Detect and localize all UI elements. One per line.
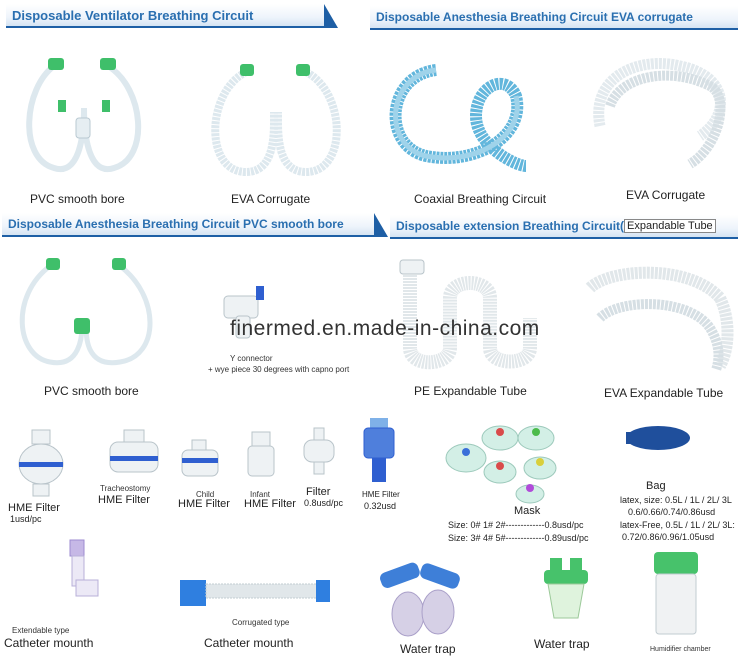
- eva-corrugate-circuit-image: [211, 64, 341, 177]
- banner-tail: [324, 4, 338, 28]
- pvc-smooth-bore-circuit-image: [26, 58, 142, 173]
- extendable-type-label: Extendable type: [12, 626, 70, 635]
- eva-corrugate-label: EVA Corrugate: [231, 192, 311, 206]
- catheter-mounth-2-label: Catheter mounth: [204, 636, 294, 650]
- hme-filter-5-image: [363, 418, 395, 482]
- hme-filter-1-label: HME Filter: [8, 502, 60, 514]
- pe-expandable-tube-image: [399, 259, 537, 370]
- banner-ventilator-text: Disposable Ventilator Breathing Circuit: [12, 7, 254, 23]
- humidifier-chamber-image: [654, 552, 698, 635]
- banner-tail: [374, 213, 388, 237]
- water-trap-1-image: [380, 562, 460, 637]
- child-label: Child: [196, 490, 215, 499]
- hme-filter-4-image: [247, 431, 275, 477]
- banner-anesthesia-eva: Disposable Anesthesia Breathing Circuit …: [370, 6, 738, 30]
- banner-extension-boxed: Expandable Tube: [624, 219, 716, 233]
- bag-latexfree: latex-Free, 0.5L / 1L / 2L/ 3L:: [620, 520, 735, 530]
- hme-filter-3-label: HME Filter: [178, 498, 230, 510]
- filter-image: [303, 427, 335, 475]
- pvc-smooth-bore-2-label: PVC smooth bore: [44, 384, 139, 398]
- water-trap-2-label: Water trap: [534, 637, 590, 651]
- mask-price-1: Size: 0# 1# 2#-------------0.8usd/pc: [448, 520, 584, 530]
- eva-corrugate-2-image: [593, 58, 726, 169]
- infant-label: Infant: [250, 490, 271, 499]
- filter-price: 0.8usd/pc: [304, 498, 344, 508]
- catheter-mounth-2-image: [180, 580, 330, 606]
- filter-label: Filter: [306, 486, 331, 498]
- bag-label: Bag: [646, 480, 666, 492]
- bag-latex-price: 0.6/0.66/0.74/0.86usd: [628, 507, 716, 517]
- bag-latex: latex, size: 0.5L / 1L / 2L/ 3L: [620, 495, 732, 505]
- banner-anesthesia-pvc-text: Disposable Anesthesia Breathing Circuit …: [8, 217, 344, 231]
- pvc-smooth-bore-label: PVC smooth bore: [30, 192, 125, 206]
- corrugated-type-label: Corrugated type: [232, 618, 290, 627]
- banner-extension: Disposable extension Breathing Circuit(E…: [390, 215, 738, 239]
- mask-price-2: Size: 3# 4# 5#-------------0.89usd/pc: [448, 533, 589, 543]
- eva-expandable-tube-image: [585, 266, 734, 372]
- mask-label: Mask: [514, 505, 541, 517]
- pvc-smooth-bore-2-image: [19, 258, 153, 366]
- banner-anesthesia-pvc: Disposable Anesthesia Breathing Circuit …: [2, 213, 388, 237]
- banner-ventilator: Disposable Ventilator Breathing Circuit: [6, 4, 338, 28]
- hme-filter-5-label: HME Filter: [362, 490, 400, 499]
- catheter-mounth-1-label: Catheter mounth: [4, 636, 94, 650]
- banner-extension-text: Disposable extension Breathing Circuit(: [396, 219, 625, 233]
- hme-filter-5-price: 0.32usd: [364, 501, 397, 511]
- banner-anesthesia-eva-text: Disposable Anesthesia Breathing Circuit …: [376, 10, 693, 24]
- tracheostomy-label: Tracheostomy: [100, 484, 151, 493]
- hme-filter-2-image: [109, 429, 159, 473]
- bag-latexfree-price: 0.72/0.86/0.96/1.05usd: [622, 532, 715, 542]
- coaxial-circuit-image: [389, 64, 527, 172]
- hme-filter-1-image: [18, 429, 64, 497]
- bag-image: [626, 426, 690, 450]
- y-connector-image: [223, 286, 264, 339]
- hme-filter-2-label: HME Filter: [98, 494, 150, 506]
- mask-image: [445, 425, 557, 504]
- water-trap-2-image: [544, 558, 588, 619]
- catheter-mounth-1-image: [69, 539, 99, 597]
- coaxial-label: Coaxial Breathing Circuit: [414, 192, 547, 206]
- hme-filter-1-price: 1usd/pc: [10, 514, 42, 524]
- wye-piece-label: + wye piece 30 degrees with capno port: [208, 365, 350, 374]
- y-connector-label: Y connector: [230, 354, 273, 363]
- water-trap-1-label: Water trap: [400, 642, 456, 656]
- pe-expandable-tube-label: PE Expandable Tube: [414, 384, 527, 398]
- eva-expandable-tube-label: EVA Expandable Tube: [604, 386, 724, 400]
- watermark-text: finermed.en.made-in-china.com: [230, 317, 540, 340]
- eva-corrugate-2-label: EVA Corrugate: [626, 188, 706, 202]
- humidifier-chamber-label: Humidifier chamber: [650, 646, 711, 653]
- hme-filter-3-image: [181, 439, 219, 477]
- hme-filter-4-label: HME Filter: [244, 498, 296, 510]
